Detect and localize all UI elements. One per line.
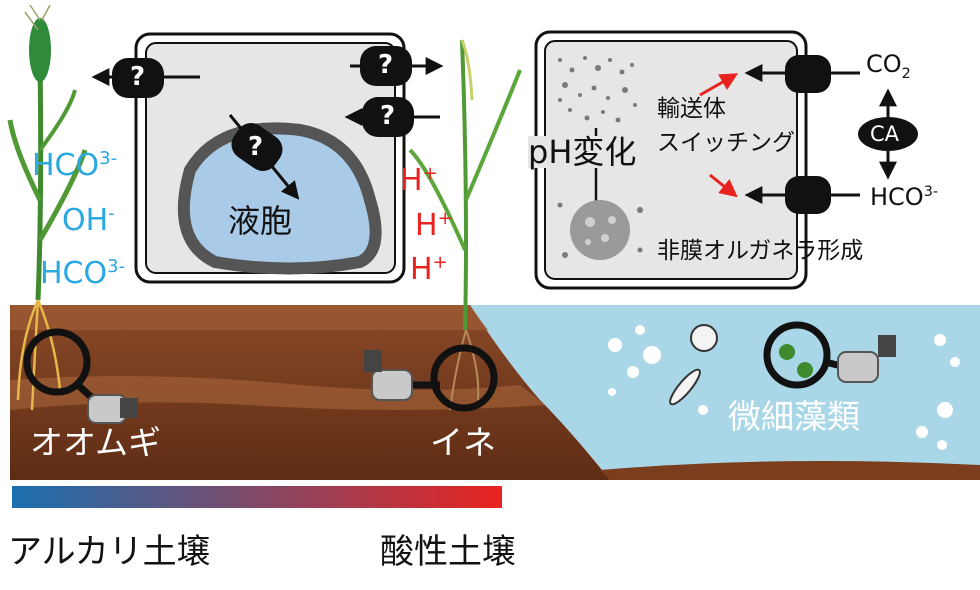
hand-algae — [837, 335, 896, 383]
ion-h-2: H+ — [415, 208, 453, 243]
water-bubbles — [608, 325, 960, 450]
ion-hco3-2: HCO3- — [40, 256, 126, 291]
vacuole — [177, 122, 382, 275]
condensate-droplet — [557, 200, 643, 260]
ion-oh: OH- — [62, 203, 115, 238]
vacuole-label: 液胞 — [228, 202, 293, 240]
magnifier-barley — [23, 328, 91, 396]
transporter-right-upper — [360, 46, 412, 86]
transporter-hco3 — [785, 176, 831, 214]
magnifier-rice — [430, 344, 498, 412]
rice-label: イネ — [430, 423, 496, 462]
microbe-diatom — [669, 368, 701, 406]
switching-label-2: スイッチング — [657, 130, 795, 156]
barley-label: オオムギ — [30, 423, 162, 462]
transporter-label-right-upper: ? — [378, 50, 394, 80]
ph-scale-bar — [12, 486, 502, 508]
water-area — [470, 305, 980, 480]
soil-layer — [10, 376, 545, 410]
ion-hco3-1: HCO3- — [32, 148, 118, 183]
transporter-efflux — [112, 58, 164, 98]
ca-label: CA — [870, 122, 900, 146]
hand-rice — [364, 350, 413, 401]
soil-bottom-band — [600, 461, 980, 480]
transporter-label-right-lower: ? — [380, 101, 396, 131]
switching-label-1: 輸送体 — [657, 96, 726, 122]
hco3-label: HCO3- — [870, 183, 939, 211]
membraneless-label: 非膜オルガネラ形成 — [657, 238, 864, 264]
barley-plant — [7, 4, 88, 411]
transporter-vacuole — [231, 122, 283, 172]
dispersed-particles — [558, 56, 637, 123]
soil-surface — [10, 305, 488, 330]
magnifier-algae — [763, 321, 831, 389]
transporter-right-lower — [362, 97, 414, 137]
ion-h-1: H+ — [400, 163, 438, 198]
ion-h-3: H+ — [410, 252, 448, 287]
acidic-soil-label: 酸性土壌 — [380, 532, 516, 572]
carbonic-anhydrase — [858, 117, 918, 151]
microalgae-label: 微細藻類 — [728, 397, 860, 436]
microbe-round — [690, 324, 718, 352]
transporter-co2 — [785, 55, 831, 93]
alkaline-soil-label: アルカリ土壌 — [8, 532, 211, 572]
ph-change-label: pH変化 — [528, 133, 637, 171]
transporter-label-vacuole: ? — [248, 132, 264, 162]
co2-label: CO2 — [866, 50, 911, 82]
transporter-label-efflux: ? — [130, 62, 146, 92]
rice-plant — [408, 39, 522, 411]
hand-barley — [87, 394, 138, 424]
